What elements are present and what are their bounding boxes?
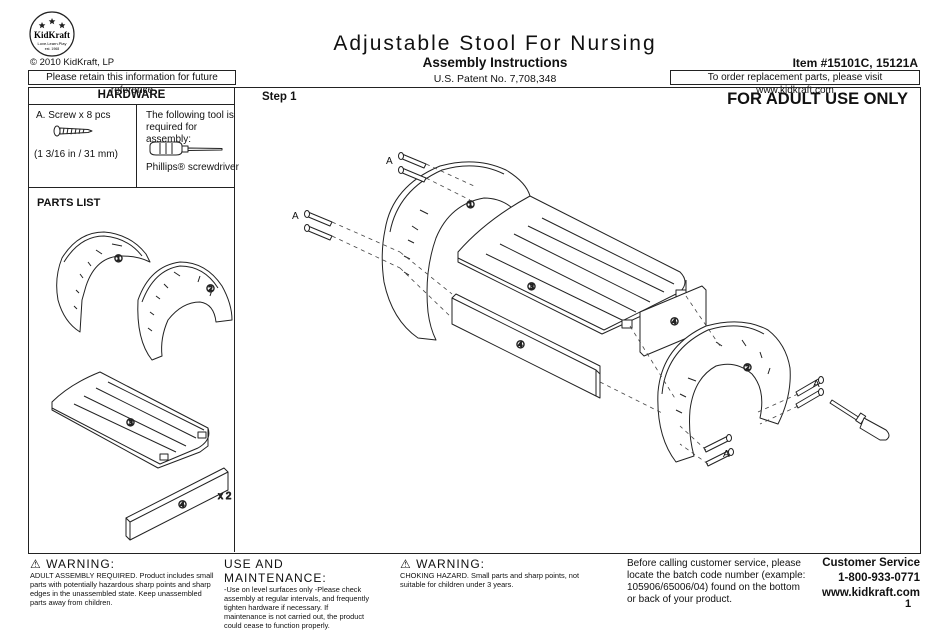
assembly-guides <box>331 163 799 465</box>
part-3-label: ③ <box>126 418 135 429</box>
step-screwdriver <box>829 399 890 441</box>
tool-required-text: The following tool is required for assem… <box>146 110 234 145</box>
left-column-divider <box>28 87 235 552</box>
screw-letter-right: A <box>813 379 820 390</box>
hardware-bottom-rule <box>28 187 235 188</box>
use-maintenance-title: USE AND MAINTENANCE: <box>224 557 327 585</box>
screw-letter-bottom: A <box>723 449 730 460</box>
copyright: © 2010 KidKraft, LP <box>30 57 115 68</box>
customer-service: Customer Service 1-800-933-0771 www.kidk… <box>815 556 920 601</box>
part-4-rail <box>125 467 229 541</box>
order-parts-note: To order replacement parts, please visit… <box>670 70 920 96</box>
step-part-4-back-label: ④ <box>670 317 679 328</box>
warning-assembly: ⚠ WARNING: ADULT ASSEMBLY REQUIRED. Prod… <box>30 557 215 607</box>
part-4-quantity: x 2 <box>218 491 232 502</box>
step-screws-mid-left <box>304 210 333 241</box>
part-3-seat <box>51 371 210 469</box>
step-front-rail <box>451 293 601 399</box>
use-maintenance-body: -Use on level surfaces only -Please chec… <box>224 585 370 630</box>
step-left-side-panel <box>381 161 531 341</box>
customer-service-website[interactable]: www.kidkraft.com <box>822 587 920 599</box>
item-number: Item #15101C, 15121A <box>792 56 918 70</box>
part-2-label: ② <box>206 284 215 295</box>
assembly-drawings: ① ② ③ ④ x 2 ① <box>51 125 890 541</box>
step-part-1-label: ① <box>466 200 475 211</box>
part-1-side-panel <box>56 231 151 333</box>
batch-code-note: Before calling customer service, please … <box>627 558 806 605</box>
part-2-side-panel <box>137 261 233 361</box>
warning-triangle-icon: ⚠ <box>400 557 412 571</box>
use-maintenance: USE AND MAINTENANCE: -Use on level surfa… <box>224 557 369 630</box>
step-part-3-label: ③ <box>527 282 536 293</box>
warning-title: WARNING: <box>46 557 115 571</box>
hardware-divider <box>136 104 137 187</box>
part-4-label: ④ <box>178 500 187 511</box>
screw-label: A. Screw x 8 pcs <box>36 110 111 121</box>
patent-number: U.S. Patent No. 7,708,348 <box>433 73 557 85</box>
warning-body: ADULT ASSEMBLY REQUIRED. Product include… <box>30 571 214 607</box>
screw-icon <box>53 125 93 137</box>
step-label: Step 1 <box>262 91 297 103</box>
step-part-4-front-label: ④ <box>516 340 525 351</box>
screw-size: (1 3/16 in / 31 mm) <box>34 149 118 160</box>
step-screws-right-lower <box>703 434 734 467</box>
footer-rule <box>28 553 920 554</box>
step-screws-top-left <box>398 152 427 183</box>
screw-letter-top: A <box>386 156 393 167</box>
kidkraft-logo: KidKraft Love.Learn.Play est. 1968 <box>29 11 75 57</box>
warning-triangle-icon: ⚠ <box>30 557 42 571</box>
page-title: Adjustable Stool For Nursing <box>333 32 657 55</box>
page-subtitle: Assembly Instructions <box>422 55 568 70</box>
screw-letter-left: A <box>292 211 299 222</box>
screwdriver-icon <box>149 141 223 156</box>
part-1-label: ① <box>114 254 123 265</box>
customer-service-phone: 1-800-933-0771 <box>838 572 920 584</box>
adult-use-notice: FOR ADULT USE ONLY <box>727 90 908 108</box>
hardware-heading: HARDWARE <box>28 87 235 105</box>
customer-service-title: Customer Service <box>822 557 920 569</box>
logo-tagline: Love.Learn.Play <box>38 41 67 46</box>
warning-choking-body: CHOKING HAZARD. Small parts and sharp po… <box>400 571 580 589</box>
page-number: 1 <box>905 598 912 610</box>
step-part-2-label: ② <box>743 363 752 374</box>
logo-est: est. 1968 <box>45 47 59 51</box>
logo-wordmark: KidKraft <box>34 30 70 40</box>
retain-note: Please retain this information for futur… <box>28 70 236 96</box>
parts-list-heading: PARTS LIST <box>37 197 101 209</box>
warning-choking-title: WARNING: <box>416 557 485 571</box>
tool-name: Phillips® screwdriver <box>146 162 239 173</box>
warning-choking: ⚠ WARNING: CHOKING HAZARD. Small parts a… <box>400 557 600 589</box>
